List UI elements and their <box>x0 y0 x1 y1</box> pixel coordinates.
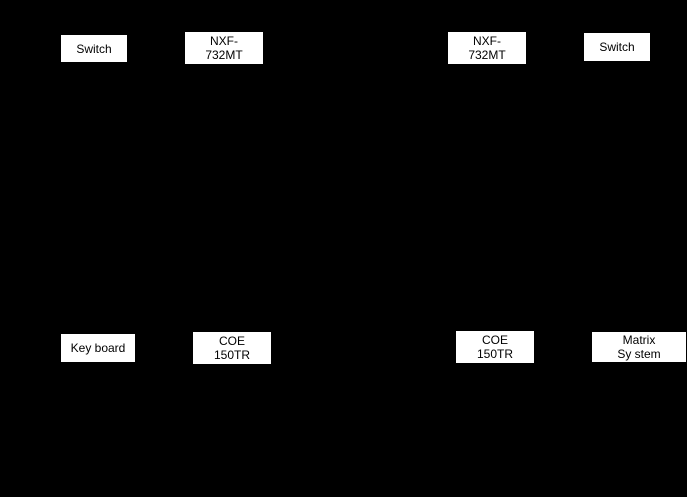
matrix-label-line1: Matrix <box>622 333 656 347</box>
keyboard-label: Key board <box>70 341 126 355</box>
matrix-label-line2: Sy stem <box>617 347 661 361</box>
coe-right-label-line1: COE <box>481 333 508 347</box>
matrix-system-box: Matrix Sy stem <box>592 332 686 362</box>
switch-left-label: Switch <box>76 41 112 56</box>
nxf-732mt-left-box: NXF- 732MT <box>185 32 263 64</box>
coe-left-label-line1: COE <box>218 334 245 348</box>
coe-left-label-line2: 150TR <box>213 348 251 362</box>
switch-left-box: Switch <box>61 35 127 62</box>
coe-150tr-left-box: COE 150TR <box>193 332 271 364</box>
nxf-left-label-line2: 732MT <box>205 48 243 62</box>
nxf-left-label-line1: NXF- <box>210 34 238 48</box>
switch-right-label: Switch <box>599 40 635 54</box>
nxf-right-label-line1: NXF- <box>473 34 501 48</box>
coe-150tr-right-box: COE 150TR <box>456 331 534 363</box>
nxf-right-label-line2: 732MT <box>468 48 506 62</box>
switch-right-box: Switch <box>584 33 650 61</box>
coe-right-label-line2: 150TR <box>476 347 514 361</box>
keyboard-box: Key board <box>61 334 135 362</box>
nxf-732mt-right-box: NXF- 732MT <box>448 32 526 64</box>
